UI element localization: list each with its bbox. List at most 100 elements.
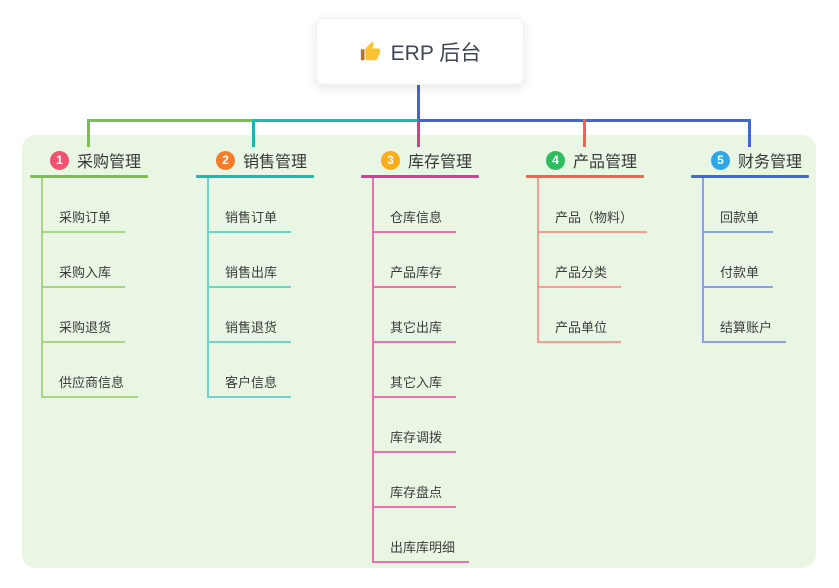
- child-node[interactable]: 采购退货: [41, 288, 126, 343]
- child-label: 销售出库: [225, 265, 278, 280]
- branch-title-purchase[interactable]: 1 采购管理: [30, 147, 190, 173]
- child-node[interactable]: 客户信息: [207, 343, 292, 398]
- child-label: 出库库明细: [390, 540, 456, 555]
- child-node[interactable]: 出库库明细: [372, 508, 470, 563]
- branch-label: 库存管理: [408, 154, 473, 171]
- child-label: 其它出库: [390, 320, 443, 335]
- branches-panel: [22, 135, 816, 568]
- thumbs-up-icon: [359, 41, 381, 63]
- child-underline: [41, 396, 139, 398]
- child-node[interactable]: 产品分类: [537, 233, 622, 288]
- branch-underline: [691, 175, 809, 178]
- child-node[interactable]: 回款单: [702, 178, 774, 233]
- child-label: 付款单: [720, 265, 760, 280]
- child-underline: [702, 231, 774, 233]
- branch-purchase: 1 采购管理 采购订单 采购入库 采购退货 供应商信息: [30, 147, 190, 398]
- branch-children: 销售订单 销售出库 销售退货 客户信息: [207, 178, 356, 398]
- branch-product: 4 产品管理 产品（物料） 产品分类 产品单位: [526, 147, 686, 343]
- connector-drop-inventory: [417, 122, 420, 147]
- child-underline: [207, 396, 292, 398]
- connector-drop-sales: [252, 119, 255, 147]
- child-label: 产品分类: [555, 265, 608, 280]
- child-node[interactable]: 产品单位: [537, 288, 622, 343]
- child-label: 产品单位: [555, 320, 608, 335]
- child-node[interactable]: 库存调拨: [372, 398, 457, 453]
- branch-number-badge: 3: [381, 150, 400, 170]
- child-node[interactable]: 仓库信息: [372, 178, 457, 233]
- child-underline: [537, 341, 622, 343]
- child-node[interactable]: 其它入库: [372, 343, 457, 398]
- child-node[interactable]: 产品库存: [372, 233, 457, 288]
- child-label: 库存盘点: [390, 485, 443, 500]
- branch-sales: 2 销售管理 销售订单 销售出库 销售退货 客户信息: [196, 147, 356, 398]
- branch-underline: [361, 175, 479, 178]
- child-label: 供应商信息: [59, 375, 125, 390]
- branch-label: 财务管理: [738, 154, 803, 171]
- child-node[interactable]: 结算账户: [702, 288, 787, 343]
- branch-children: 仓库信息 产品库存 其它出库 其它入库 库存调拨 库存盘点: [372, 178, 521, 563]
- connector-hbar-purchase: [87, 119, 253, 122]
- child-node[interactable]: 销售订单: [207, 178, 292, 233]
- child-label: 销售订单: [225, 210, 278, 225]
- child-label: 产品库存: [390, 265, 443, 280]
- child-underline: [372, 506, 457, 508]
- child-label: 库存调拨: [390, 430, 443, 445]
- child-underline: [207, 286, 292, 288]
- child-underline: [207, 341, 292, 343]
- branch-label: 销售管理: [243, 154, 308, 171]
- child-node[interactable]: 采购订单: [41, 178, 126, 233]
- branch-underline: [196, 175, 314, 178]
- branch-title-sales[interactable]: 2 销售管理: [196, 147, 356, 173]
- child-underline: [41, 231, 126, 233]
- child-node[interactable]: 采购入库: [41, 233, 126, 288]
- child-underline: [41, 341, 126, 343]
- branch-spine-line: [41, 178, 43, 396]
- branch-number-badge: 5: [711, 150, 730, 170]
- child-underline: [372, 341, 457, 343]
- child-node[interactable]: 产品（物料）: [537, 178, 648, 233]
- child-node[interactable]: 销售出库: [207, 233, 292, 288]
- branch-spine-line: [702, 178, 704, 341]
- child-label: 采购订单: [59, 210, 112, 225]
- child-label: 回款单: [720, 210, 760, 225]
- child-label: 销售退货: [225, 320, 278, 335]
- branch-inventory: 3 库存管理 仓库信息 产品库存 其它出库 其它入库 库存调拨: [361, 147, 521, 563]
- child-label: 客户信息: [225, 375, 278, 390]
- child-underline: [537, 286, 622, 288]
- child-underline: [207, 231, 292, 233]
- root-node-label: ERP 后台: [390, 41, 482, 65]
- branch-underline: [30, 175, 148, 178]
- branch-title-product[interactable]: 4 产品管理: [526, 147, 686, 173]
- child-underline: [372, 396, 457, 398]
- child-node[interactable]: 供应商信息: [41, 343, 139, 398]
- connector-drop-purchase: [87, 119, 90, 147]
- child-label: 产品（物料）: [555, 210, 634, 225]
- branch-children: 回款单 付款单 结算账户: [702, 178, 839, 343]
- child-node[interactable]: 付款单: [702, 233, 774, 288]
- child-underline: [372, 231, 457, 233]
- child-underline: [537, 231, 648, 233]
- branch-children: 产品（物料） 产品分类 产品单位: [537, 178, 686, 343]
- child-node[interactable]: 其它出库: [372, 288, 457, 343]
- child-underline: [41, 286, 126, 288]
- connector-hbar-sales: [253, 119, 418, 122]
- child-label: 结算账户: [720, 320, 773, 335]
- child-node[interactable]: 库存盘点: [372, 453, 457, 508]
- branch-spine-line: [207, 178, 209, 396]
- connector-drop-product: [583, 119, 586, 147]
- connector-root-drop: [417, 83, 420, 120]
- branch-number-badge: 4: [546, 150, 565, 170]
- branch-title-finance[interactable]: 5 财务管理: [691, 147, 839, 173]
- branch-spine-line: [372, 178, 374, 561]
- root-node[interactable]: ERP 后台: [316, 18, 524, 85]
- child-label: 其它入库: [390, 375, 443, 390]
- child-node[interactable]: 销售退货: [207, 288, 292, 343]
- child-label: 采购入库: [59, 265, 112, 280]
- branch-number-badge: 1: [50, 150, 69, 170]
- branch-label: 采购管理: [77, 154, 142, 171]
- branch-number-badge: 2: [216, 150, 235, 170]
- branch-spine-line: [537, 178, 539, 341]
- child-underline: [372, 451, 457, 453]
- branch-title-inventory[interactable]: 3 库存管理: [361, 147, 521, 173]
